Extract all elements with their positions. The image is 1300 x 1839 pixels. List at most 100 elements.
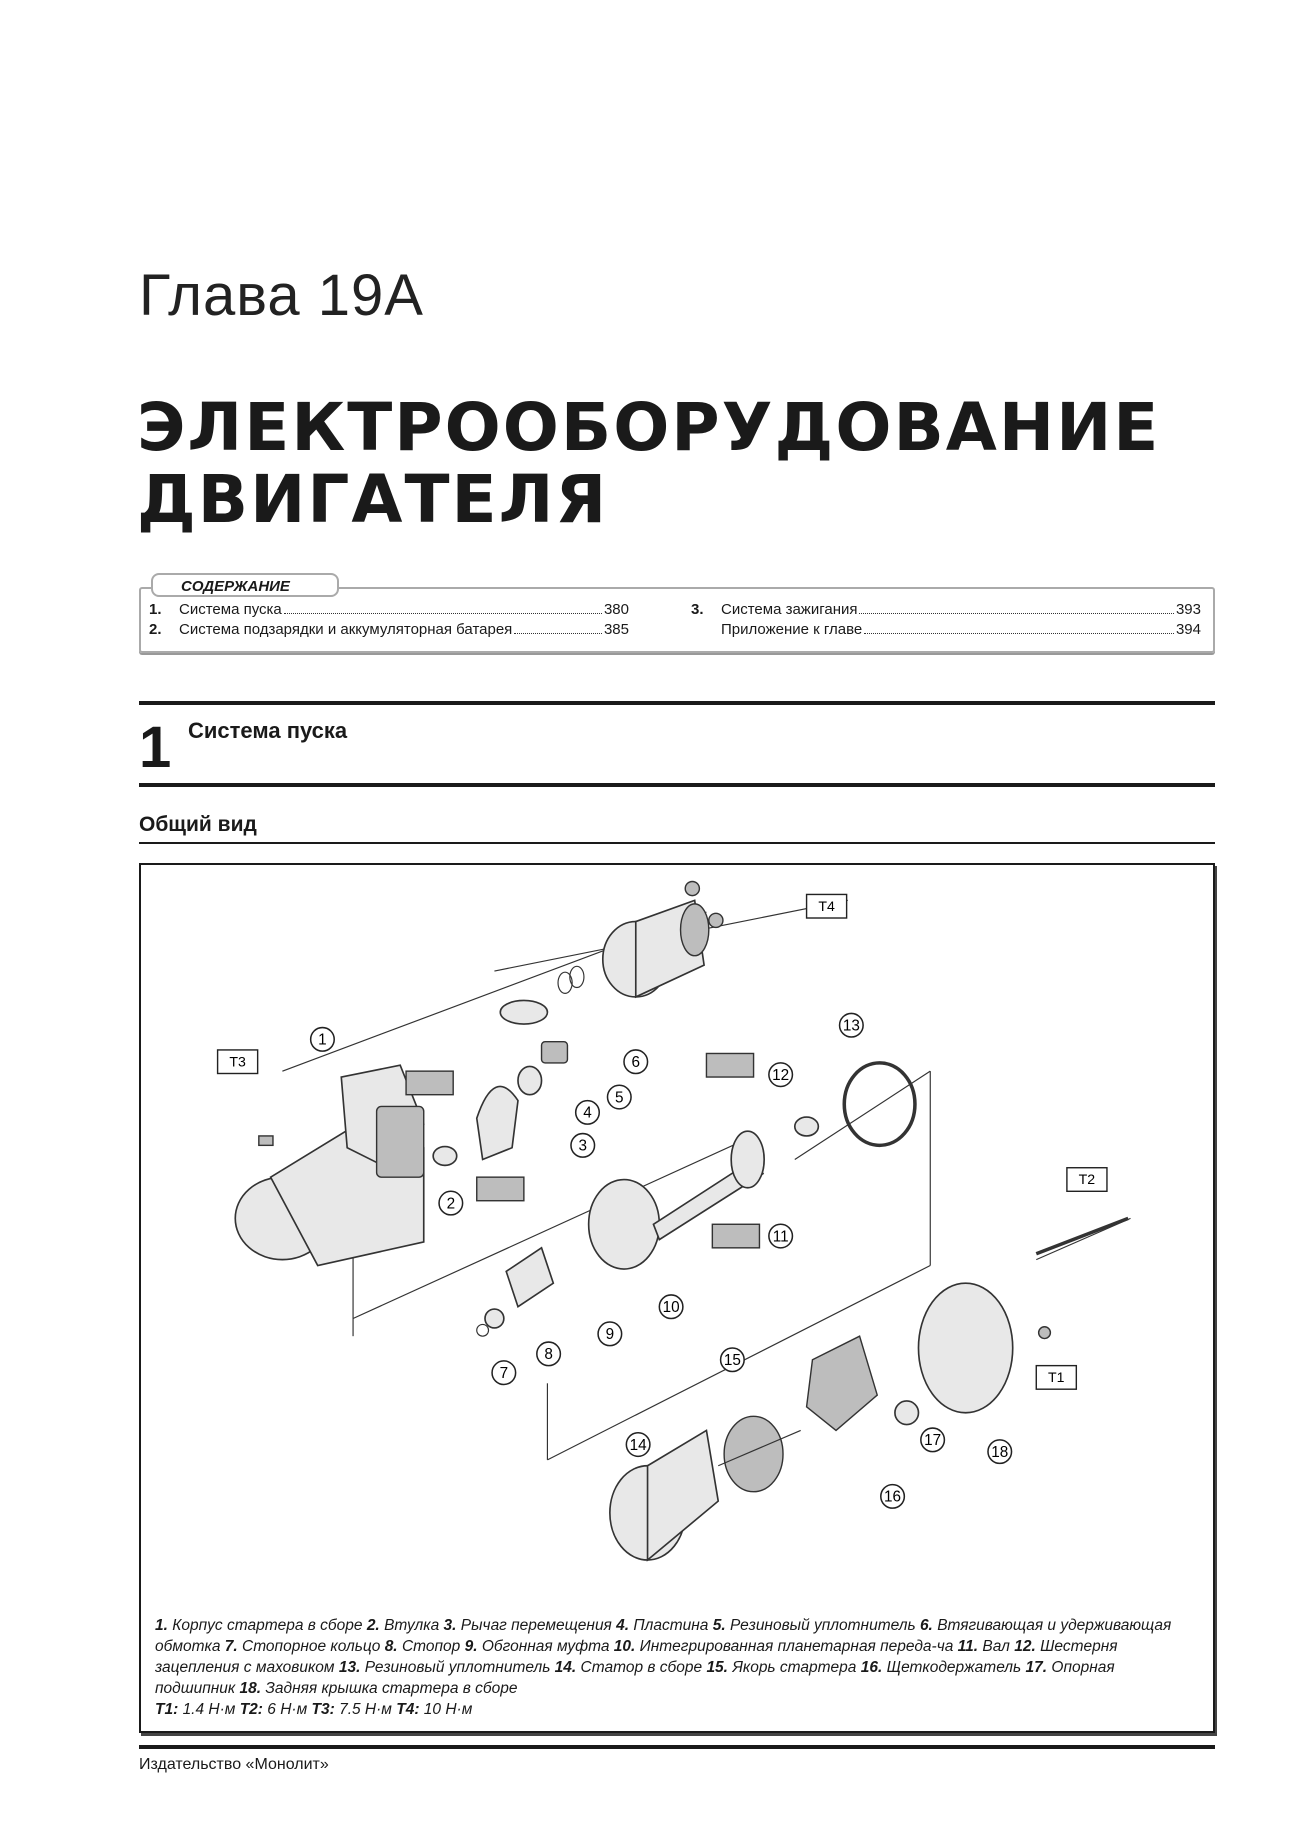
callout-8: 8	[536, 1341, 562, 1367]
callout-circle	[625, 1432, 651, 1458]
toc-item-text: Система пуска	[179, 601, 282, 618]
caption-part-text: Резиновый уплотнитель	[364, 1659, 551, 1676]
stator-armature-brush	[609, 1216, 1129, 1562]
subsection-title: Общий вид	[139, 813, 257, 836]
callout-circle	[597, 1321, 623, 1347]
caption-part-text: Втулка	[384, 1617, 440, 1634]
callout-circle	[838, 1012, 864, 1038]
torque-value: 6 Н·м	[267, 1701, 308, 1718]
caption-part-text: Щеткодержатель	[886, 1659, 1022, 1676]
toc-item-text: Приложение к главе	[721, 621, 863, 638]
callout-circle	[536, 1341, 562, 1367]
footer-publisher: Издательство «Монолит»	[139, 1756, 329, 1773]
callout-label: 1	[318, 1032, 327, 1049]
toc-frame	[139, 587, 1215, 653]
callout-label: 7	[500, 1365, 509, 1382]
torque-text: T4	[818, 898, 835, 914]
caption-part-text: Стопорное кольцо	[242, 1638, 381, 1655]
torque-box	[216, 1049, 259, 1075]
torque-key: T4:	[396, 1701, 420, 1718]
callout-label: 9	[606, 1326, 615, 1343]
callout-6: 6	[623, 1049, 649, 1075]
lever-and-plate	[258, 1040, 761, 1249]
callout-label: 14	[630, 1437, 648, 1454]
caption-part-num: 2.	[366, 1617, 380, 1634]
section-bottom-rule	[139, 783, 1215, 787]
torque-key: T2:	[239, 1701, 263, 1718]
toc-item-text: Система зажигания	[721, 601, 858, 618]
caption-part-num: 17.	[1025, 1659, 1048, 1676]
torque-label-t4: T4	[805, 893, 848, 919]
callout-circle	[574, 1099, 601, 1125]
caption-part-num: 4.	[616, 1617, 630, 1634]
caption-part-num: 13.	[338, 1659, 361, 1676]
toc-item-num: 2.	[149, 621, 162, 638]
callout-label: 8	[544, 1346, 553, 1363]
caption-part-num: 8.	[384, 1638, 398, 1655]
caption-part-num: 10.	[613, 1638, 636, 1655]
callout-label: 16	[884, 1489, 901, 1506]
callout-7: 7	[491, 1360, 517, 1386]
toc-item[interactable]: 2. Система подзарядки и аккумуляторная ба…	[149, 621, 629, 638]
callout-circle	[309, 1026, 335, 1052]
toc-item-page: 394	[1175, 621, 1201, 638]
starter-housing	[234, 1064, 425, 1267]
caption-part-num: 6.	[919, 1617, 933, 1634]
caption-part-text: Интегрированная планетарная переда-ча	[639, 1638, 954, 1655]
caption-part-text: Вал	[982, 1638, 1010, 1655]
callout-label: 6	[632, 1054, 641, 1071]
callout-18: 18	[987, 1439, 1013, 1465]
caption-part-num: 15.	[706, 1659, 728, 1676]
subsection-rule	[139, 842, 1215, 844]
callout-label: 13	[843, 1018, 860, 1035]
callout-circle	[658, 1294, 684, 1320]
caption-part-num: 3.	[443, 1617, 457, 1634]
callout-label: 17	[924, 1432, 941, 1449]
toc-dots	[859, 601, 1174, 614]
chapter-title: ЭЛЕКТРООБОРУДОВАНИЕ ДВИГАТЕЛЯ	[137, 392, 1160, 536]
caption-part-text: Стопор	[401, 1638, 461, 1655]
figure-caption: 1. Корпус стартера в сборе 2. Втулка 3. …	[155, 1615, 1199, 1720]
torque-box	[1035, 1364, 1078, 1390]
caption-part-num: 14.	[554, 1659, 577, 1676]
callout-circle	[623, 1049, 649, 1075]
chapter-label: Глава 19А	[139, 263, 424, 328]
toc-dots	[514, 621, 602, 634]
caption-part-text: Корпус стартера в сборе	[172, 1617, 363, 1634]
torque-text: T3	[229, 1053, 246, 1069]
torque-key: T3:	[311, 1701, 335, 1718]
callout-label: 18	[991, 1444, 1008, 1461]
caption-part-num: 12.	[1014, 1638, 1036, 1655]
callout-label: 11	[773, 1228, 789, 1245]
callout-circle	[987, 1439, 1013, 1465]
section-number: 1	[139, 715, 172, 780]
toc-dots	[864, 621, 1174, 634]
toc-item-text: Система подзарядки и аккумуляторная бата…	[179, 621, 513, 638]
callout-circle	[920, 1427, 946, 1453]
footer-rule	[139, 1745, 1215, 1749]
torque-box	[1066, 1167, 1108, 1192]
callout-label: 12	[772, 1067, 789, 1084]
caption-part-text: Шестерня зацепления с маховиком	[155, 1638, 1118, 1676]
caption-part-text: Опорная подшипник	[155, 1659, 1115, 1697]
callout-circle	[768, 1062, 794, 1088]
callout-label: 10	[663, 1299, 680, 1316]
callout-2: 2	[438, 1190, 464, 1216]
torque-box	[805, 893, 848, 919]
caption-part-text: Рычаг перемещения	[460, 1617, 612, 1634]
callout-5: 5	[606, 1084, 632, 1110]
callout-label: 15	[724, 1352, 741, 1369]
toc-item-num	[691, 621, 721, 638]
torque-label-t3: T3	[216, 1049, 259, 1075]
toc-heading: СОДЕРЖАНИЕ	[151, 573, 339, 597]
torque-value: 1.4 Н·м	[182, 1701, 236, 1718]
callout-4: 4	[574, 1099, 601, 1125]
torque-value: 10 Н·м	[423, 1701, 473, 1718]
callout-circle	[606, 1084, 632, 1110]
toc-item[interactable]: Приложение к главе 394	[691, 621, 1201, 638]
